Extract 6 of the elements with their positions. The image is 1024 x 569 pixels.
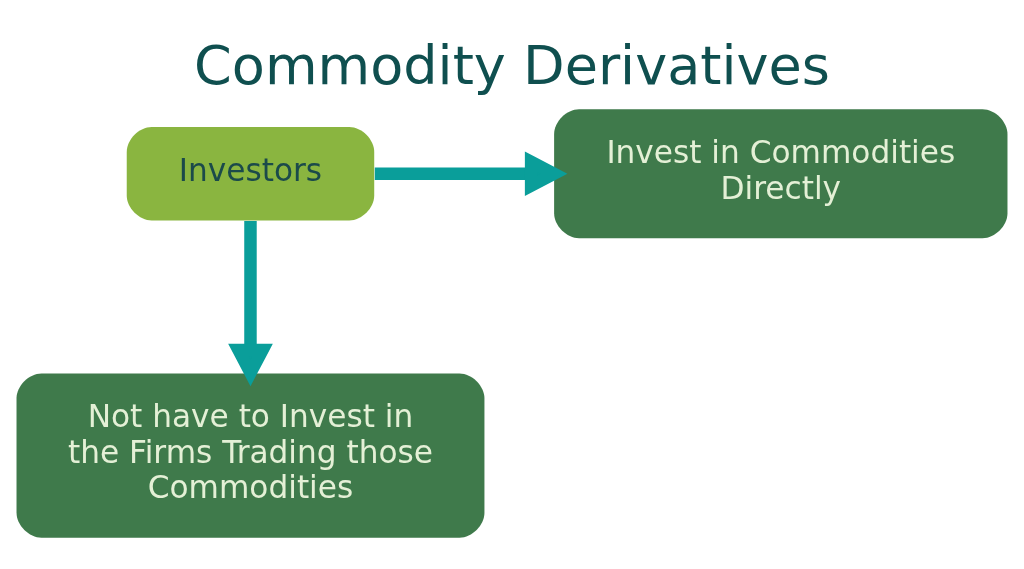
node-box: Not have to Invest in the Firms Trading those Commodities bbox=[16, 372, 485, 538]
arrow bbox=[228, 220, 273, 386]
node-box: Investors bbox=[126, 126, 375, 221]
arrow bbox=[374, 150, 568, 196]
node-box: Invest in Commodities Directly bbox=[554, 108, 1008, 238]
diagram-title: Commodity Derivatives bbox=[194, 33, 830, 97]
